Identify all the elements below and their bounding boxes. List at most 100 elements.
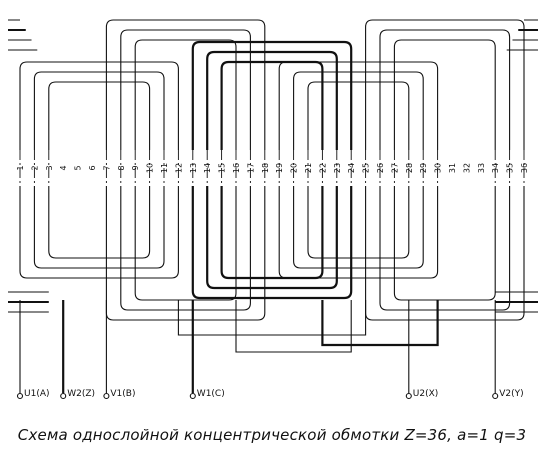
coil-bottom-arc (379, 186, 511, 311)
slot-label: 4 (59, 165, 68, 170)
terminal: U2(X) (405, 300, 439, 400)
coil-bottom-arc (33, 186, 165, 269)
coil-bottom-arc (134, 186, 237, 301)
coil-top-arc (293, 71, 424, 150)
slot-label: 19 (275, 163, 284, 173)
coil (191, 40, 353, 300)
slot-label: 8 (117, 165, 126, 170)
terminal: V2(Y) (492, 300, 524, 400)
coil-top-arc (191, 40, 353, 150)
slot-label: 17 (246, 163, 255, 173)
coil (220, 60, 324, 280)
terminal-dot (405, 392, 412, 400)
slot-label: 25 (362, 163, 371, 173)
terminal-label: W2(Z) (67, 389, 95, 399)
terminal-dot (60, 392, 67, 400)
coil (134, 39, 237, 301)
coil-bottom-arc (393, 186, 496, 301)
slot-label: 36 (520, 163, 529, 173)
terminals: U1(A) W2(Z) V1(B) W1(C) U2(X) V2(Y) (16, 300, 524, 400)
coil (293, 71, 424, 269)
coil-bottom-arc (120, 186, 251, 311)
coil-bottom-arc (293, 186, 424, 269)
slot-label: 7 (102, 165, 111, 170)
terminal-dot (189, 392, 196, 400)
coil (48, 81, 151, 259)
slot-label: 1 (16, 165, 25, 170)
bus-lines (8, 19, 538, 313)
coil-top-arc (134, 39, 237, 150)
terminal: W1(C) (189, 300, 225, 400)
coil (19, 61, 179, 279)
coil (33, 71, 165, 269)
terminal-dot (103, 392, 110, 400)
coil-bottom-arc (307, 186, 410, 259)
slot-label: 15 (218, 163, 227, 173)
slot-label: 31 (448, 163, 457, 173)
terminal: V1(B) (103, 300, 135, 400)
terminal: U1(A) (16, 300, 50, 400)
coil-bottom-arc (191, 186, 353, 300)
slot-label: 12 (174, 163, 183, 173)
slot-label: 20 (290, 163, 299, 173)
slot-label: 29 (419, 163, 428, 173)
slot-label: 10 (146, 163, 155, 173)
slot-label: 21 (304, 163, 313, 173)
coil-bottom-arc (19, 186, 179, 279)
connection-line (321, 300, 439, 347)
connection-lines (177, 300, 439, 353)
coil-top-arc (307, 81, 410, 150)
coil (393, 39, 496, 301)
coil-top-arc (105, 19, 266, 150)
slot-label: 33 (477, 163, 486, 173)
slot-label: 13 (189, 163, 198, 173)
slot-label: 3 (45, 165, 54, 170)
coil-bottom-arc (48, 186, 151, 259)
slot-label: 27 (390, 163, 399, 173)
coil-bottom-arc (206, 186, 338, 290)
coil-top-arc (206, 50, 338, 150)
slot-label: 11 (160, 163, 169, 173)
coil-bottom-arc (220, 186, 324, 280)
coil-top-arc (48, 81, 151, 150)
coil (307, 81, 410, 259)
coil (379, 29, 511, 311)
coil (105, 19, 266, 321)
coil (278, 61, 439, 279)
coil-top-arc (379, 29, 511, 150)
terminal-dot (16, 392, 24, 400)
connection-line (177, 300, 367, 336)
connection-line (235, 300, 352, 353)
slot-label: 22 (318, 163, 327, 173)
coil-top-arc (33, 71, 165, 150)
slot-label: 18 (261, 163, 270, 173)
coil (206, 50, 338, 290)
terminal-label: W1(C) (197, 389, 225, 399)
terminal-dot (492, 392, 499, 400)
slot-label: 30 (434, 163, 443, 173)
diagram-caption: Схема однослойной концентрической обмотк… (17, 426, 527, 444)
slot-label: 23 (333, 163, 342, 173)
slot-label: 6 (88, 165, 97, 170)
coil (365, 19, 525, 321)
slot-label: 9 (131, 165, 140, 170)
terminal-label: V1(B) (110, 389, 135, 399)
coil-top-arc (220, 60, 324, 150)
terminal-label: U2(X) (413, 389, 439, 399)
slot-label: 35 (506, 163, 515, 173)
coil-top-arc (365, 19, 525, 150)
slot-label: 14 (203, 163, 212, 173)
coil-groups (19, 19, 525, 321)
coil (120, 29, 251, 311)
terminal-label: U1(A) (24, 389, 50, 399)
slot-label: 16 (232, 163, 241, 173)
slot-label: 34 (491, 163, 500, 173)
coil-top-arc (278, 61, 439, 150)
coil-top-arc (393, 39, 496, 150)
coil-top-arc (19, 61, 179, 150)
slot-label: 26 (376, 163, 385, 173)
coil-bottom-arc (278, 186, 439, 279)
terminal-label: V2(Y) (499, 389, 523, 399)
